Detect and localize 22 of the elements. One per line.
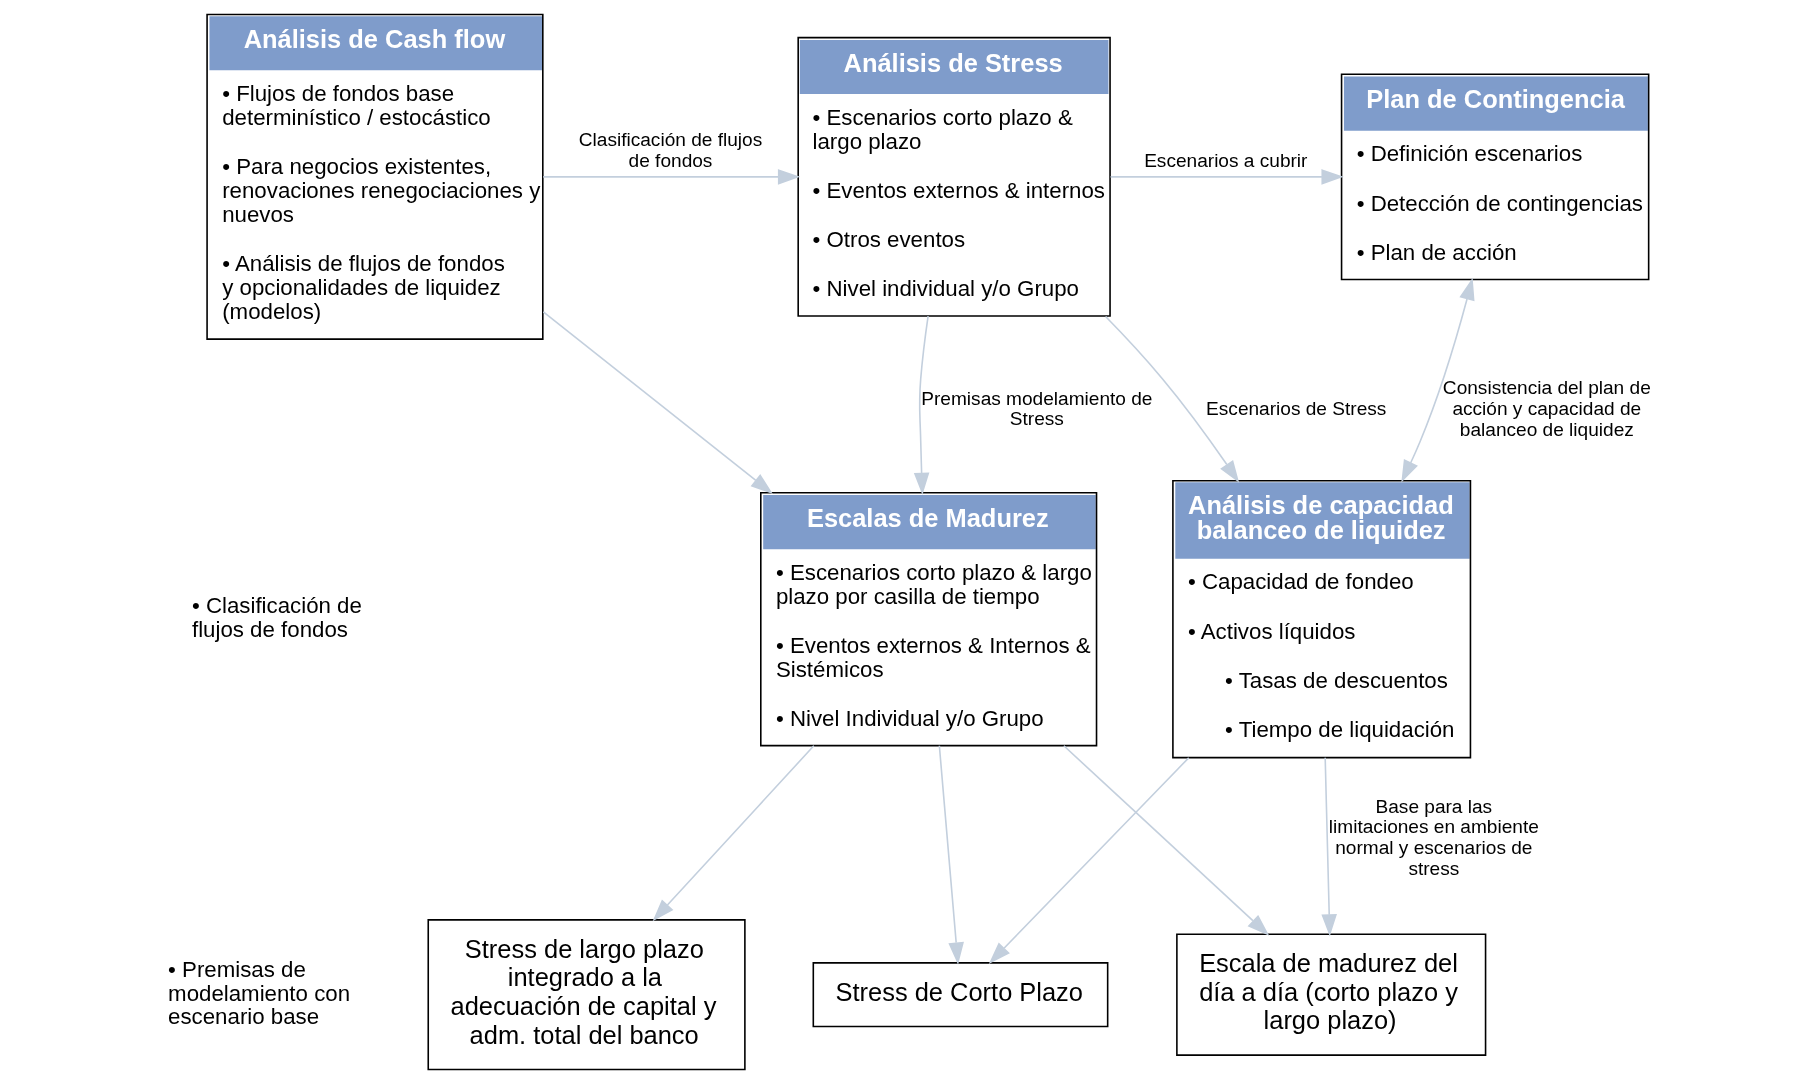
node-box: Stress de Corto Plazo xyxy=(812,962,1109,1028)
arrow xyxy=(1401,277,1475,483)
arrow xyxy=(1321,757,1337,937)
node-box: Stress de largo plazo integrado a la adecuación de capital y adm. total del banco xyxy=(427,919,746,1071)
edge-label: Base para las limitaciones en ambiente normal y escenarios de stress xyxy=(1328,795,1539,879)
edge-label: Consistencia del plan de acción y capacidad de balanceo de liquidez xyxy=(1442,377,1651,440)
label: • Premisas de modelamiento con escenario base xyxy=(168,956,351,1030)
edge-label: Escenarios a cubrir xyxy=(1144,149,1308,171)
arrow xyxy=(938,745,964,965)
arrow xyxy=(913,315,930,496)
arrow xyxy=(1063,745,1270,936)
arrow xyxy=(1104,315,1240,483)
arrow xyxy=(542,311,773,495)
label: • Clasificación de flujos de fondos xyxy=(191,593,362,642)
arrow xyxy=(1109,169,1344,185)
node-box: Escala de madurez del día a día (corto plazo y largo plazo) xyxy=(1176,933,1487,1056)
arrow xyxy=(652,745,815,922)
edge-label: Clasificación de flujos de fondos xyxy=(578,128,763,171)
edge-label: Premisas modelamiento de Stress xyxy=(921,387,1153,430)
arrow xyxy=(542,169,801,185)
arrow xyxy=(988,757,1190,964)
edge-label: Escenarios de Stress xyxy=(1206,397,1387,419)
